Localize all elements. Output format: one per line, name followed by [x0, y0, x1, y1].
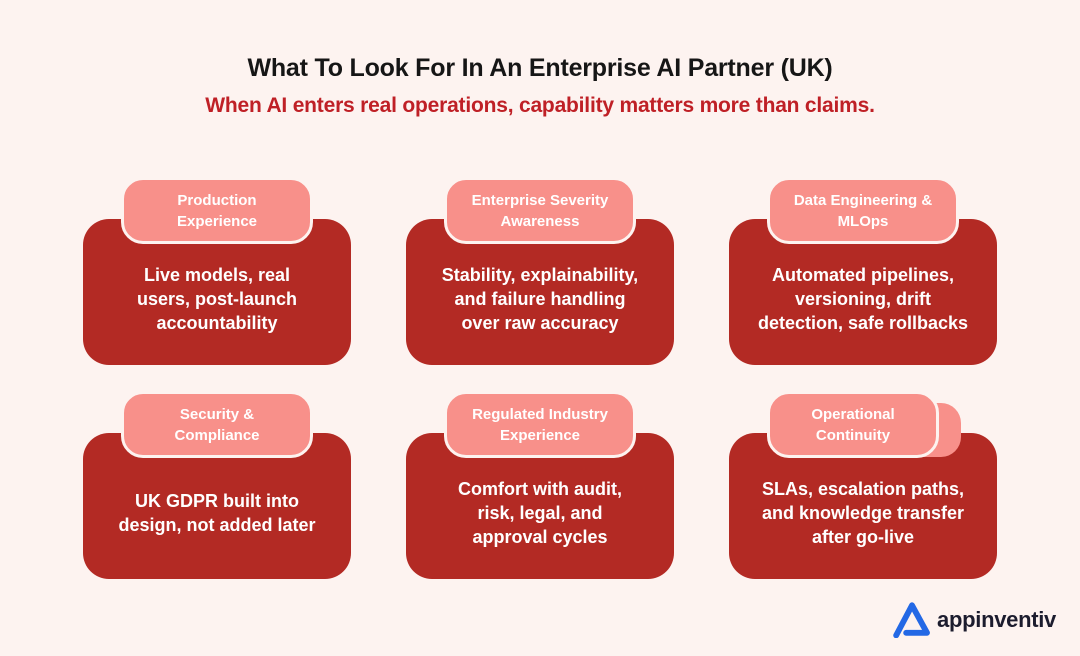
- card-security-compliance: UK GDPR built into design, not added lat…: [83, 391, 351, 579]
- card-tab-label: Security & Compliance: [121, 391, 313, 458]
- page-subtitle: When AI enters real operations, capabili…: [205, 94, 875, 117]
- card-regulated-industry-experience: Comfort with audit, risk, legal, and app…: [406, 391, 674, 579]
- appinventiv-logo: appinventiv: [892, 601, 1056, 638]
- appinventiv-triangle-icon: [893, 602, 930, 638]
- card-body-text: Comfort with audit, risk, legal, and app…: [406, 433, 674, 579]
- cards-grid: Live models, real users, post-launch acc…: [83, 177, 997, 579]
- card-data-engineering-mlops: Automated pipelines, versioning, drift d…: [729, 177, 997, 365]
- card-operational-continuity: SLAs, escalation paths, and knowledge tr…: [729, 391, 997, 579]
- card-production-experience: Live models, real users, post-launch acc…: [83, 177, 351, 365]
- card-body-text: Stability, explainability, and failure h…: [406, 219, 674, 365]
- card-tab-label: Production Experience: [121, 177, 313, 244]
- card-tab-label: Operational Continuity: [767, 391, 939, 458]
- card-tab-label: Enterprise Severity Awareness: [444, 177, 636, 244]
- appinventiv-logo-text: appinventiv: [937, 606, 1056, 632]
- card-enterprise-severity-awareness: Stability, explainability, and failure h…: [406, 177, 674, 365]
- card-tab-label: Data Engineering & MLOps: [767, 177, 959, 244]
- card-tab-label: Regulated Industry Experience: [444, 391, 636, 458]
- page-title: What To Look For In An Enterprise AI Par…: [247, 54, 833, 82]
